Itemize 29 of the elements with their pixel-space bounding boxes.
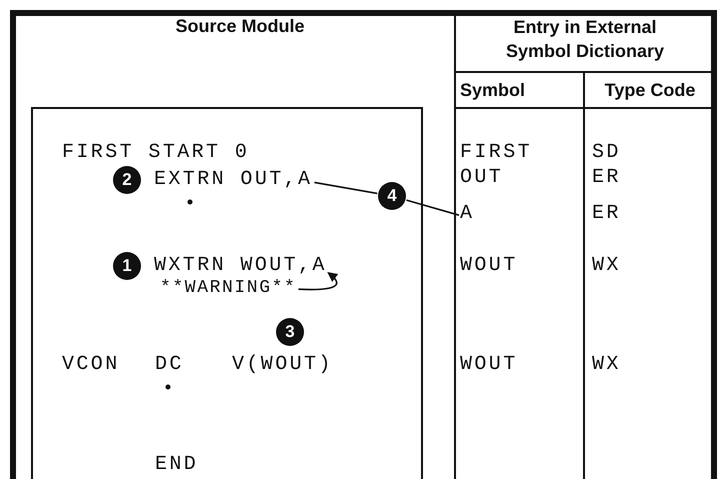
table-cell: OUT: [460, 166, 504, 190]
column-heading: Symbol: [460, 79, 526, 102]
table-cell: ER: [592, 202, 621, 226]
column-heading: Entry in External Symbol Dictionary: [504, 16, 666, 63]
arrow: [298, 272, 338, 290]
warning-message: **WARNING**: [160, 276, 296, 300]
table-cell: A: [460, 202, 474, 226]
table-cell: WOUT: [460, 353, 518, 377]
code-line: DC: [155, 353, 184, 377]
code-line: FIRST START 0: [62, 141, 250, 165]
code-line: END: [155, 453, 198, 477]
code-line: WXTRN WOUT,A: [154, 254, 327, 278]
leader-line: [406, 199, 460, 216]
callout-number: 1: [113, 252, 141, 280]
leader-line: [314, 182, 378, 194]
column-heading: Source Module: [174, 15, 306, 38]
callout-number: 4: [378, 182, 406, 210]
code-line: V(WOUT): [232, 353, 333, 377]
callout-number: 3: [276, 318, 304, 346]
callout-number: 2: [113, 166, 141, 194]
table-cell: WOUT: [460, 254, 518, 278]
table-cell: WX: [592, 254, 621, 278]
table-cell: ER: [592, 166, 621, 190]
table-cell: WX: [592, 353, 621, 377]
code-line: VCON: [62, 353, 120, 377]
code-line: EXTRN OUT,A: [154, 168, 312, 192]
table-cell: FIRST: [460, 141, 532, 165]
column-heading: Type Code: [604, 79, 696, 102]
table-cell: SD: [592, 141, 621, 165]
